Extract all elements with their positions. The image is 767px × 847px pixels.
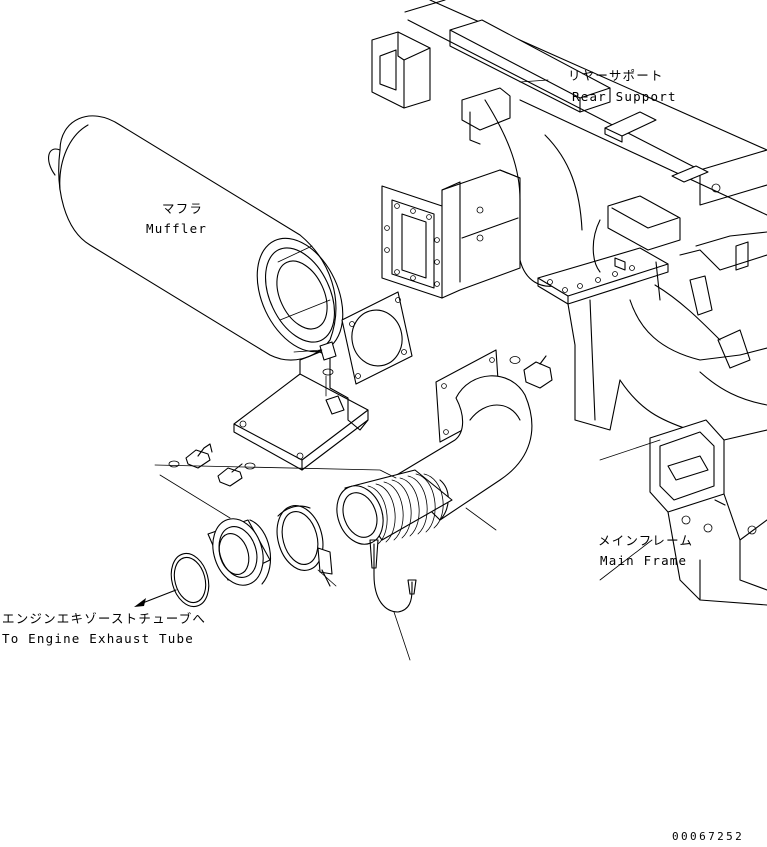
gasket-ring	[170, 552, 210, 608]
main-frame-en-label: Main Frame	[600, 553, 687, 568]
callout-leaders	[134, 79, 661, 661]
muffler-en-label: Muffler	[146, 221, 207, 236]
bolts-and-washers	[168, 355, 553, 487]
muffler	[48, 115, 344, 361]
main-frame-structure	[371, 0, 767, 606]
pipe-clamp	[276, 505, 333, 587]
sensor-cable	[369, 539, 417, 613]
rear-support-jp-label: リヤーサポート	[568, 68, 664, 83]
muffler-jp-label: マフラ	[162, 201, 203, 216]
drawing-number: 00067252	[672, 830, 744, 842]
mounting-bracket	[233, 341, 369, 471]
gasket	[341, 291, 413, 385]
main-frame-jp-label: メインフレーム	[598, 533, 693, 548]
pipe-adapter	[207, 518, 271, 586]
labels: リヤーサポート Rear Support マフラ Muffler メインフレーム…	[2, 68, 744, 843]
exhaust-tube-jp-label: エンジンエキゾーストチューブへ	[2, 611, 206, 626]
exhaust-tube-en-label: To Engine Exhaust Tube	[2, 631, 194, 646]
rear-support-en-label: Rear Support	[572, 89, 677, 104]
